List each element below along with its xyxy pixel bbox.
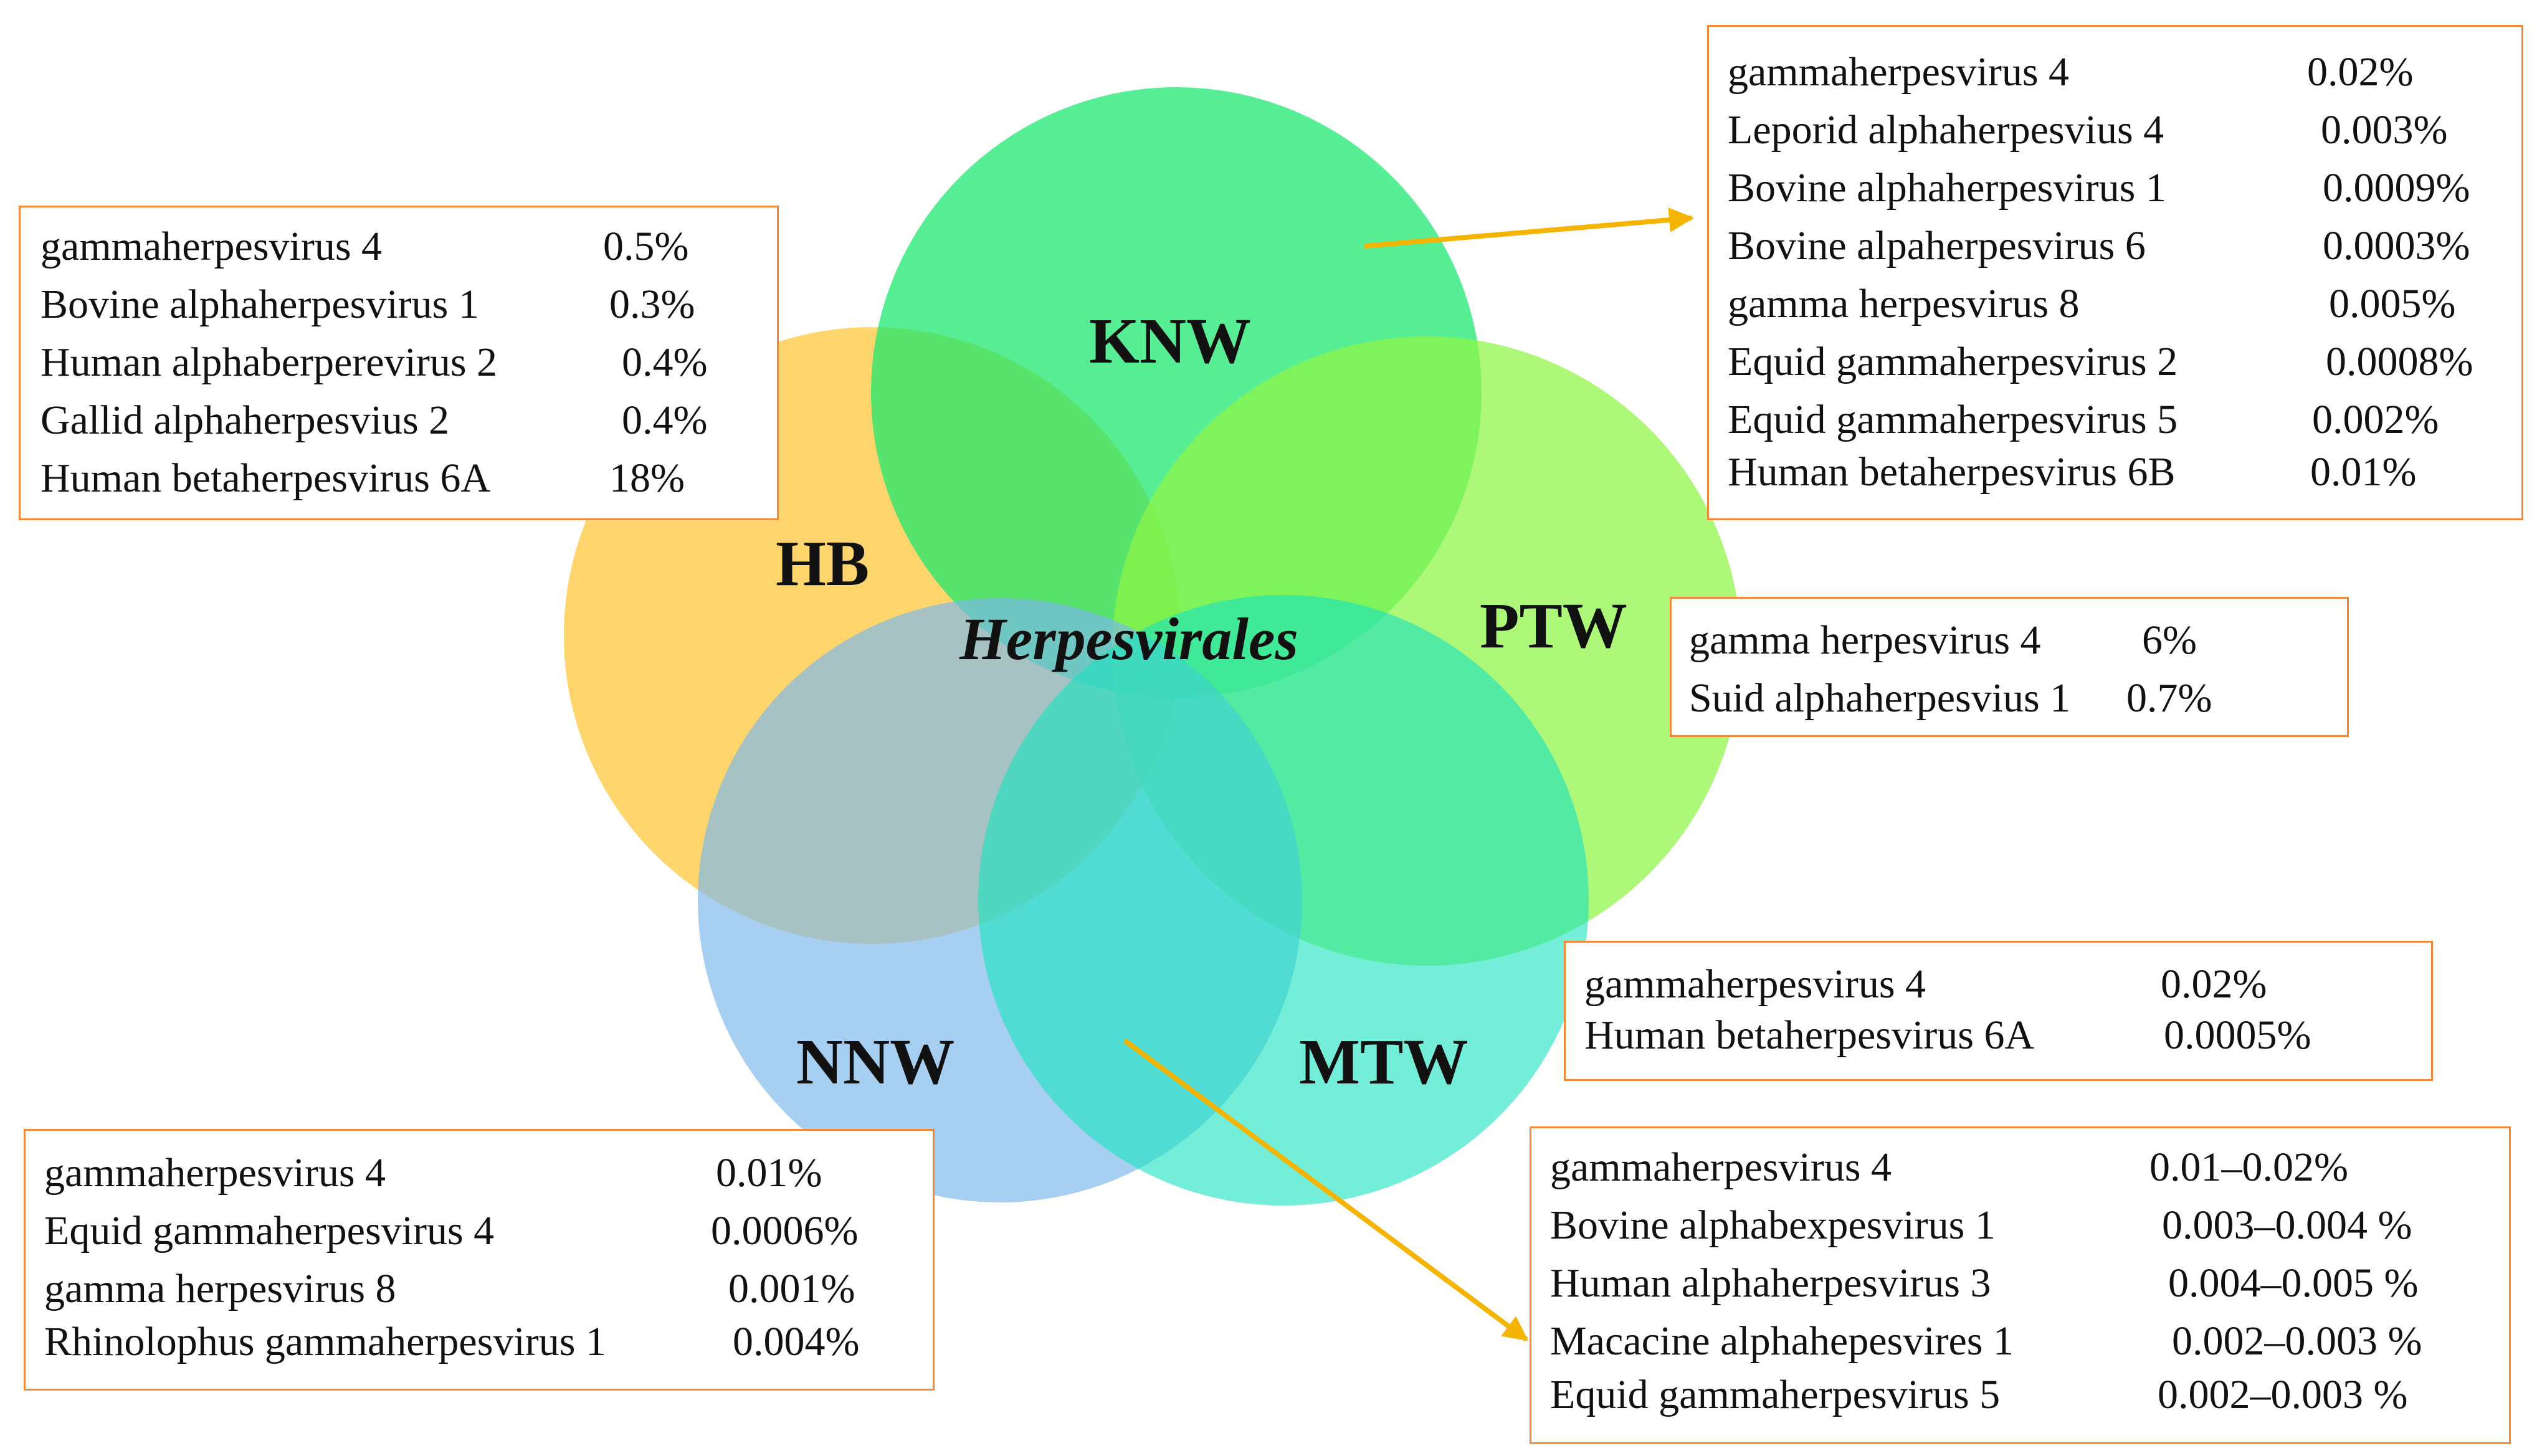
virus-percent: 0.004–0.005 % bbox=[2168, 1260, 2419, 1306]
virus-name: Human alphaherpesvirus 3 bbox=[1550, 1260, 1991, 1306]
virus-percent: 0.0003% bbox=[2323, 223, 2470, 269]
virus-percent: 0.4% bbox=[622, 397, 708, 443]
virus-percent: 18% bbox=[609, 455, 685, 501]
virus-percent: 0.01–0.02% bbox=[2149, 1144, 2348, 1190]
label-knw: KNW bbox=[1089, 305, 1251, 377]
virus-percent: 0.003% bbox=[2321, 107, 2448, 153]
knw-box: gammaherpesvirus 4 0.02% Leporid alphaher… bbox=[1707, 25, 2523, 520]
virus-percent: 0.01% bbox=[2310, 449, 2417, 495]
virus-name: Suid alphaherpesvius 1 bbox=[1689, 675, 2071, 721]
circle-mtw bbox=[978, 595, 1589, 1206]
virus-name: gammaherpesvirus 4 bbox=[1728, 49, 2070, 95]
virus-percent: 0.002–0.003 % bbox=[2172, 1318, 2422, 1364]
virus-name: gamma herpesvirus 8 bbox=[44, 1266, 396, 1311]
virus-name: Human alphaberperevirus 2 bbox=[40, 340, 498, 385]
label-ptw: PTW bbox=[1480, 590, 1627, 662]
virus-name: Rhinolophus gammaherpesvirus 1 bbox=[44, 1319, 606, 1364]
virus-name: Leporid alphaherpesvius 4 bbox=[1728, 107, 2164, 153]
virus-name: Equid gammaherpesvirus 4 bbox=[44, 1208, 495, 1254]
virus-name: Bovine alpaherpesvirus 6 bbox=[1728, 223, 2146, 269]
virus-percent: 0.4% bbox=[622, 340, 708, 385]
virus-percent: 0.02% bbox=[2161, 961, 2267, 1007]
hb-box: gammaherpesvirus 4 0.5% Bovine alphaherpe… bbox=[19, 206, 779, 520]
nnw-box: gammaherpesvirus 4 0.01% Equid gammaherpe… bbox=[24, 1129, 935, 1391]
virus-percent: 0.001% bbox=[728, 1266, 855, 1311]
virus-percent: 0.7% bbox=[2126, 675, 2212, 721]
virus-percent: 6% bbox=[2142, 617, 2197, 663]
virus-name: Human betaherpesvirus 6A bbox=[1584, 1012, 2035, 1058]
virus-name: Equid gammaherpesvirus 2 bbox=[1728, 339, 2178, 384]
arrow-knw bbox=[1364, 207, 1694, 249]
virus-name: Human betaherpesvirus 6A bbox=[40, 455, 491, 501]
virus-percent: 0.5% bbox=[603, 224, 689, 269]
virus-percent: 0.002–0.003 % bbox=[2158, 1372, 2408, 1417]
virus-name: Equid gammaherpesvirus 5 bbox=[1728, 397, 2178, 442]
mtw-box: gammaherpesvirus 4 0.02% Human betaherpes… bbox=[1564, 941, 2433, 1081]
shared-box: gammaherpesvirus 4 0.01–0.02% Bovine alph… bbox=[1530, 1126, 2511, 1444]
virus-percent: 0.0008% bbox=[2326, 339, 2473, 384]
label-nnw: NNW bbox=[796, 1026, 955, 1098]
ptw-box: gamma herpesvirus 4 6% Suid alphaherpesvi… bbox=[1670, 597, 2349, 737]
virus-name: gammaherpesvirus 4 bbox=[1584, 961, 1926, 1007]
virus-name: Human betaherpesvirus 6B bbox=[1728, 449, 2176, 495]
virus-percent: 0.003–0.004 % bbox=[2162, 1202, 2412, 1248]
virus-percent: 0.0009% bbox=[2323, 165, 2470, 211]
virus-name: gammaherpesvirus 4 bbox=[40, 224, 383, 269]
virus-name: gammaherpesvirus 4 bbox=[44, 1150, 386, 1196]
label-hb: HB bbox=[776, 528, 870, 599]
virus-percent: 0.02% bbox=[2307, 49, 2414, 95]
virus-name: gamma herpesvirus 8 bbox=[1728, 281, 2080, 326]
virus-name: Bovine alphaherpesvirus 1 bbox=[40, 282, 479, 327]
virus-name: Macacine alphahepesvires 1 bbox=[1550, 1318, 2014, 1364]
virus-percent: 0.0006% bbox=[711, 1208, 859, 1254]
virus-percent: 0.3% bbox=[609, 282, 695, 327]
virus-name: Gallid alphaherpesvius 2 bbox=[40, 397, 450, 443]
virus-name: Bovine alphaherpesvirus 1 bbox=[1728, 165, 2166, 211]
virus-name: Equid gammaherpesvirus 5 bbox=[1550, 1372, 2001, 1417]
virus-name: Bovine alphabexpesvirus 1 bbox=[1550, 1202, 1996, 1248]
virus-percent: 0.01% bbox=[716, 1150, 822, 1196]
virus-percent: 0.0005% bbox=[2164, 1012, 2311, 1058]
virus-name: gamma herpesvirus 4 bbox=[1689, 617, 2041, 663]
virus-percent: 0.002% bbox=[2312, 397, 2439, 442]
virus-name: gammaherpesvirus 4 bbox=[1550, 1144, 1892, 1190]
arrow-shared bbox=[1123, 1038, 1529, 1342]
virus-percent: 0.005% bbox=[2329, 281, 2456, 326]
label-mtw: MTW bbox=[1299, 1026, 1468, 1098]
center-label: Herpesvirales bbox=[959, 606, 1298, 672]
virus-percent: 0.004% bbox=[733, 1319, 860, 1364]
